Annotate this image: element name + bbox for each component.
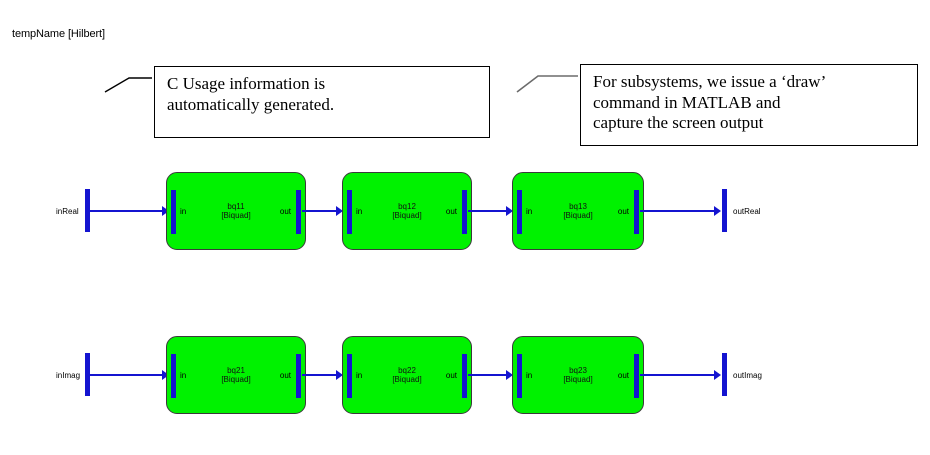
wire-bq12-to-bq13: [468, 210, 510, 212]
block-name-bq23: bq23: [569, 365, 587, 375]
draw-command-callout-line-2: command in MATLAB and: [593, 92, 781, 112]
outport-terminal-outimag[interactable]: [722, 353, 727, 396]
draw-command-callout-line-3: capture the screen output: [593, 113, 764, 133]
block-name-bq21: bq21: [227, 365, 245, 375]
wire-arrow-bq23-to-outimag: [714, 370, 721, 380]
inport-label-inreal: inReal: [56, 207, 79, 216]
block-inport-label-bq12: in: [356, 207, 363, 216]
block-inport-bar-bq11: [171, 190, 176, 234]
wire-bq23-to-outimag: [640, 374, 718, 376]
wire-arrow-bq12-to-bq13: [506, 206, 513, 216]
block-inport-label-bq11: in: [180, 207, 187, 216]
outport-terminal-outreal[interactable]: [722, 189, 727, 232]
c-usage-callout-line-2: automatically generated.: [167, 94, 335, 114]
subsystem-block-bq12[interactable]: in bq12 [Biquad] out: [342, 172, 472, 250]
block-outport-label-bq11: out: [279, 207, 291, 216]
block-outport-bar-bq13: [634, 190, 639, 234]
subsystem-block-bq13[interactable]: in bq13 [Biquad] out: [512, 172, 644, 250]
block-outport-bar-bq21: [296, 354, 301, 398]
block-inport-bar-bq21: [171, 354, 176, 398]
wire-arrow-bq22-to-bq23: [506, 370, 513, 380]
block-name-bq12: bq12: [398, 201, 416, 211]
block-outport-bar-bq12: [462, 190, 467, 234]
block-outport-label-bq22: out: [445, 371, 457, 380]
callout-leader-line-2: [516, 75, 578, 93]
outport-label-outreal: outReal: [733, 207, 761, 216]
block-inport-label-bq21: in: [180, 371, 187, 380]
inport-label-inimag: inImag: [56, 371, 81, 380]
block-name-bq11: bq11: [227, 201, 245, 211]
subsystem-block-bq21[interactable]: in bq21 [Biquad] out: [166, 336, 306, 414]
block-outport-label-bq23: out: [617, 371, 629, 380]
wire-bq11-to-bq12: [302, 210, 340, 212]
wire-arrow-bq11-to-bq12: [336, 206, 343, 216]
c-usage-callout: C Usage information is automatically gen…: [154, 66, 490, 138]
draw-command-callout: For subsystems, we issue a ‘draw’ comman…: [580, 64, 918, 146]
block-outport-label-bq13: out: [617, 207, 629, 216]
block-inport-bar-bq22: [347, 354, 352, 398]
block-inport-bar-bq12: [347, 190, 352, 234]
wire-inreal-to-bq11: [90, 210, 165, 212]
block-name-bq13: bq13: [569, 201, 587, 211]
wire-bq13-to-outreal: [640, 210, 718, 212]
wire-arrow-inreal-to-bq11: [162, 206, 169, 216]
wire-arrow-bq21-to-bq22: [336, 370, 343, 380]
block-inport-bar-bq13: [517, 190, 522, 234]
wire-inimag-to-bq21: [90, 374, 165, 376]
block-name-bq22: bq22: [398, 365, 416, 375]
subsystem-block-bq22[interactable]: in bq22 [Biquad] out: [342, 336, 472, 414]
block-outport-label-bq12: out: [445, 207, 457, 216]
wire-bq21-to-bq22: [302, 374, 340, 376]
inport-terminal-inreal[interactable]: [85, 189, 90, 232]
block-outport-bar-bq22: [462, 354, 467, 398]
page-title: tempName [Hilbert]: [12, 28, 105, 40]
inport-terminal-inimag[interactable]: [85, 353, 90, 396]
draw-command-callout-line-1: For subsystems, we issue a ‘draw’: [593, 72, 827, 91]
callout-leader-line-1: [104, 77, 152, 93]
outport-label-outimag: outImag: [733, 371, 762, 380]
subsystem-block-bq23[interactable]: in bq23 [Biquad] out: [512, 336, 644, 414]
block-inport-label-bq22: in: [356, 371, 363, 380]
wire-arrow-bq13-to-outreal: [714, 206, 721, 216]
block-inport-label-bq23: in: [526, 371, 533, 380]
block-outport-bar-bq11: [296, 190, 301, 234]
c-usage-callout-line-1: C Usage information is: [167, 74, 326, 93]
block-inport-bar-bq23: [517, 354, 522, 398]
wire-arrow-inimag-to-bq21: [162, 370, 169, 380]
block-outport-bar-bq23: [634, 354, 639, 398]
block-outport-label-bq21: out: [279, 371, 291, 380]
subsystem-block-bq11[interactable]: in bq11 [Biquad] out: [166, 172, 306, 250]
wire-bq22-to-bq23: [468, 374, 510, 376]
block-inport-label-bq13: in: [526, 207, 533, 216]
